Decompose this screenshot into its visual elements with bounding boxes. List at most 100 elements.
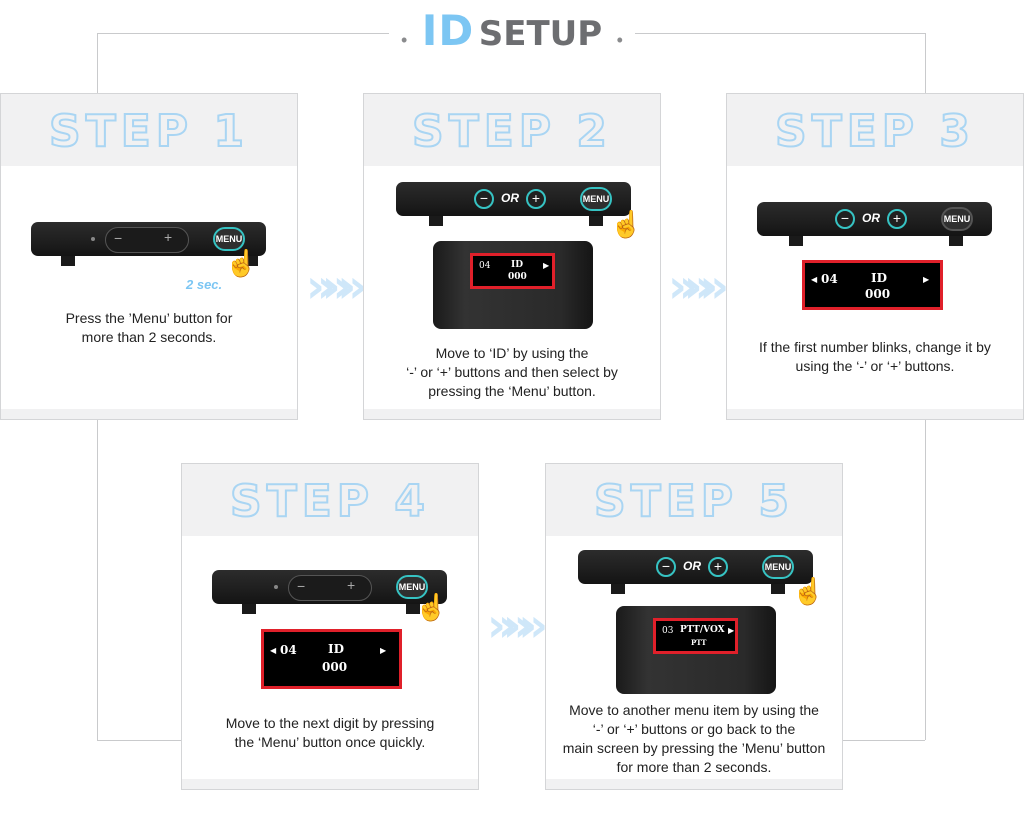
device-clip <box>789 236 803 246</box>
plus-button[interactable]: + <box>526 189 546 209</box>
or-label: OR <box>501 191 519 205</box>
transmitter-device: − OR + MENU <box>396 182 631 216</box>
minus-button[interactable]: − <box>656 557 676 577</box>
step-header: STEP 1 <box>1 94 297 166</box>
step-heading: STEP 2 <box>411 105 612 158</box>
minus-button[interactable]: − <box>474 189 494 209</box>
title-id: ID <box>421 6 475 55</box>
transmitter-device: − OR + MENU <box>757 202 992 236</box>
screen-menu-number: 03 <box>662 626 674 636</box>
minus-icon: − <box>114 230 123 246</box>
device-screen: 03 PTT/VOX PTT ▶ <box>653 618 738 654</box>
right-arrow-icon: ▶ <box>380 646 387 655</box>
step-header: STEP 3 <box>727 94 1023 166</box>
mic-dot <box>91 237 95 241</box>
step-header: STEP 4 <box>182 464 478 536</box>
menu-button: MENU <box>941 207 973 231</box>
mic-dot <box>274 585 278 589</box>
page-title: • ID SETUP • <box>0 6 1024 55</box>
menu-button[interactable]: MENU <box>762 555 794 579</box>
plus-button[interactable]: + <box>887 209 907 229</box>
panel-footer <box>182 779 478 789</box>
hand-press-icon: ☝ <box>792 576 825 606</box>
transmitter-device: − + MENU <box>212 570 447 604</box>
step-heading: STEP 5 <box>593 475 794 528</box>
device-clip <box>771 584 785 594</box>
connector-line <box>97 33 98 95</box>
screen-value: PTT <box>691 638 707 647</box>
step-1-panel: STEP 1 − + MENU ☝ 2 sec. Press the ’Menu… <box>0 93 298 420</box>
desc-line: more than 2 seconds. <box>81 329 217 345</box>
desc-line: Press the ’Menu’ button for <box>65 310 233 326</box>
connector-line <box>925 420 926 740</box>
device-clip <box>61 256 75 266</box>
panel-footer <box>546 779 842 789</box>
desc-line: main screen by pressing the ’Menu’ butto… <box>562 740 826 756</box>
right-arrow-icon: ▶ <box>923 275 930 284</box>
step-description: Move to ‘ID’ by using the ‘-’ or ‘+’ but… <box>364 344 660 401</box>
step-description: Move to the next digit by pressing the ‘… <box>182 714 478 752</box>
device-clip <box>406 604 420 614</box>
step-5-panel: STEP 5 − OR + MENU ☝ 03 PTT/VOX PTT ▶ Mo… <box>545 463 843 790</box>
minus-button[interactable]: − <box>835 209 855 229</box>
connector-line <box>843 740 925 741</box>
right-arrow-icon: ▶ <box>728 626 735 635</box>
screen-menu-number: 04 <box>821 272 838 286</box>
left-arrow-icon: ◀ <box>811 275 818 284</box>
next-arrow-icon: »»» <box>306 259 367 313</box>
desc-line: the ‘Menu’ button once quickly. <box>234 734 426 750</box>
panel-footer <box>364 409 660 419</box>
screen-label: ID <box>511 260 524 270</box>
device-screen: ◀ 04 ID 000 ▶ <box>261 629 402 689</box>
step-3-panel: STEP 3 − OR + MENU ◀ 04 ID 000 ▶ If the … <box>726 93 1024 420</box>
step-4-panel: STEP 4 − + MENU ☝ ◀ 04 ID 000 ▶ Move to … <box>181 463 479 790</box>
transmitter-device: − OR + MENU <box>578 550 813 584</box>
title-setup: SETUP <box>478 14 603 54</box>
step-header: STEP 5 <box>546 464 842 536</box>
desc-line: for more than 2 seconds. <box>616 759 772 775</box>
hand-press-icon: ☝ <box>610 209 643 239</box>
hand-press-icon: ☝ <box>225 248 258 278</box>
step-heading: STEP 4 <box>229 475 430 528</box>
transmitter-device: − + MENU <box>31 222 266 256</box>
screen-label: PTT/VOX <box>680 625 725 635</box>
connector-line <box>97 420 98 740</box>
desc-line: using the ‘-’ or ‘+’ buttons. <box>795 358 955 374</box>
menu-button[interactable]: MENU <box>213 227 245 251</box>
plus-icon: + <box>164 229 173 245</box>
hand-press-icon: ☝ <box>415 592 448 622</box>
device-screen: 04 ID 000 ▶ <box>470 253 555 289</box>
connector-line <box>925 33 926 95</box>
device-screen: ◀ 04 ID 000 ▶ <box>802 260 943 310</box>
desc-line: ‘-’ or ‘+’ buttons and then select by <box>406 364 618 380</box>
screen-label: ID <box>871 271 888 285</box>
screen-value: 000 <box>865 287 891 301</box>
plus-icon: + <box>347 577 356 593</box>
title-dot-left: • <box>401 30 408 51</box>
plus-button[interactable]: + <box>708 557 728 577</box>
device-clip <box>949 236 963 246</box>
step-heading: STEP 3 <box>774 105 975 158</box>
device-clip <box>589 216 603 226</box>
step-description: If the first number blinks, change it by… <box>727 338 1023 376</box>
or-label: OR <box>862 211 880 225</box>
device-clip <box>429 216 443 226</box>
volume-pill <box>288 575 372 601</box>
step-header: STEP 2 <box>364 94 660 166</box>
step-description: Press the ’Menu’ button for more than 2 … <box>1 309 297 347</box>
device-clip <box>244 256 258 266</box>
right-arrow-icon: ▶ <box>543 261 550 270</box>
screen-menu-number: 04 <box>280 643 297 657</box>
panel-footer <box>1 409 297 419</box>
screen-label: ID <box>328 642 345 656</box>
menu-button[interactable]: MENU <box>396 575 428 599</box>
volume-pill <box>105 227 189 253</box>
connector-line <box>635 33 925 34</box>
panel-footer <box>727 409 1023 419</box>
step-heading: STEP 1 <box>48 105 249 158</box>
desc-line: Move to ‘ID’ by using the <box>435 345 589 361</box>
menu-button[interactable]: MENU <box>580 187 612 211</box>
step-2-panel: STEP 2 − OR + MENU ☝ 04 ID 000 ▶ Move to… <box>363 93 661 420</box>
or-label: OR <box>683 559 701 573</box>
device-clip <box>242 604 256 614</box>
